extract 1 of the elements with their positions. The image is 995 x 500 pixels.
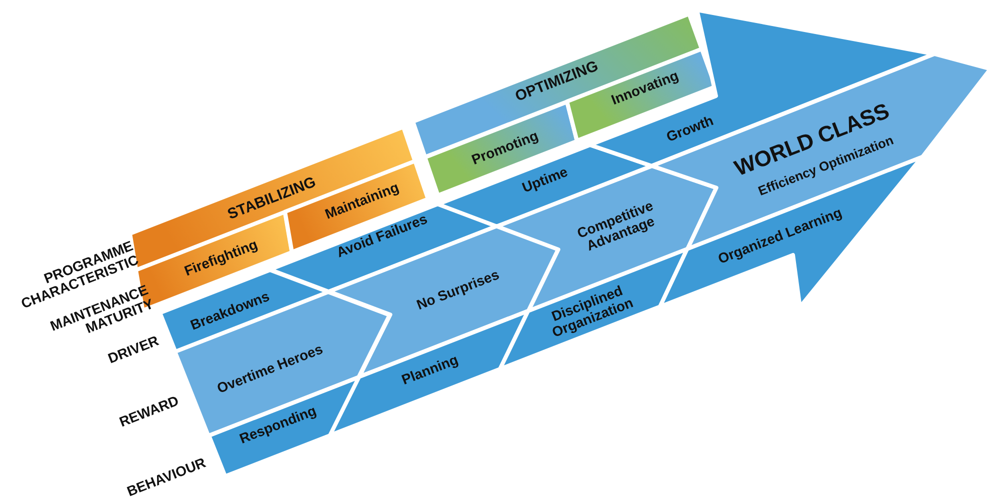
cell-label: Uptime [520, 164, 570, 196]
